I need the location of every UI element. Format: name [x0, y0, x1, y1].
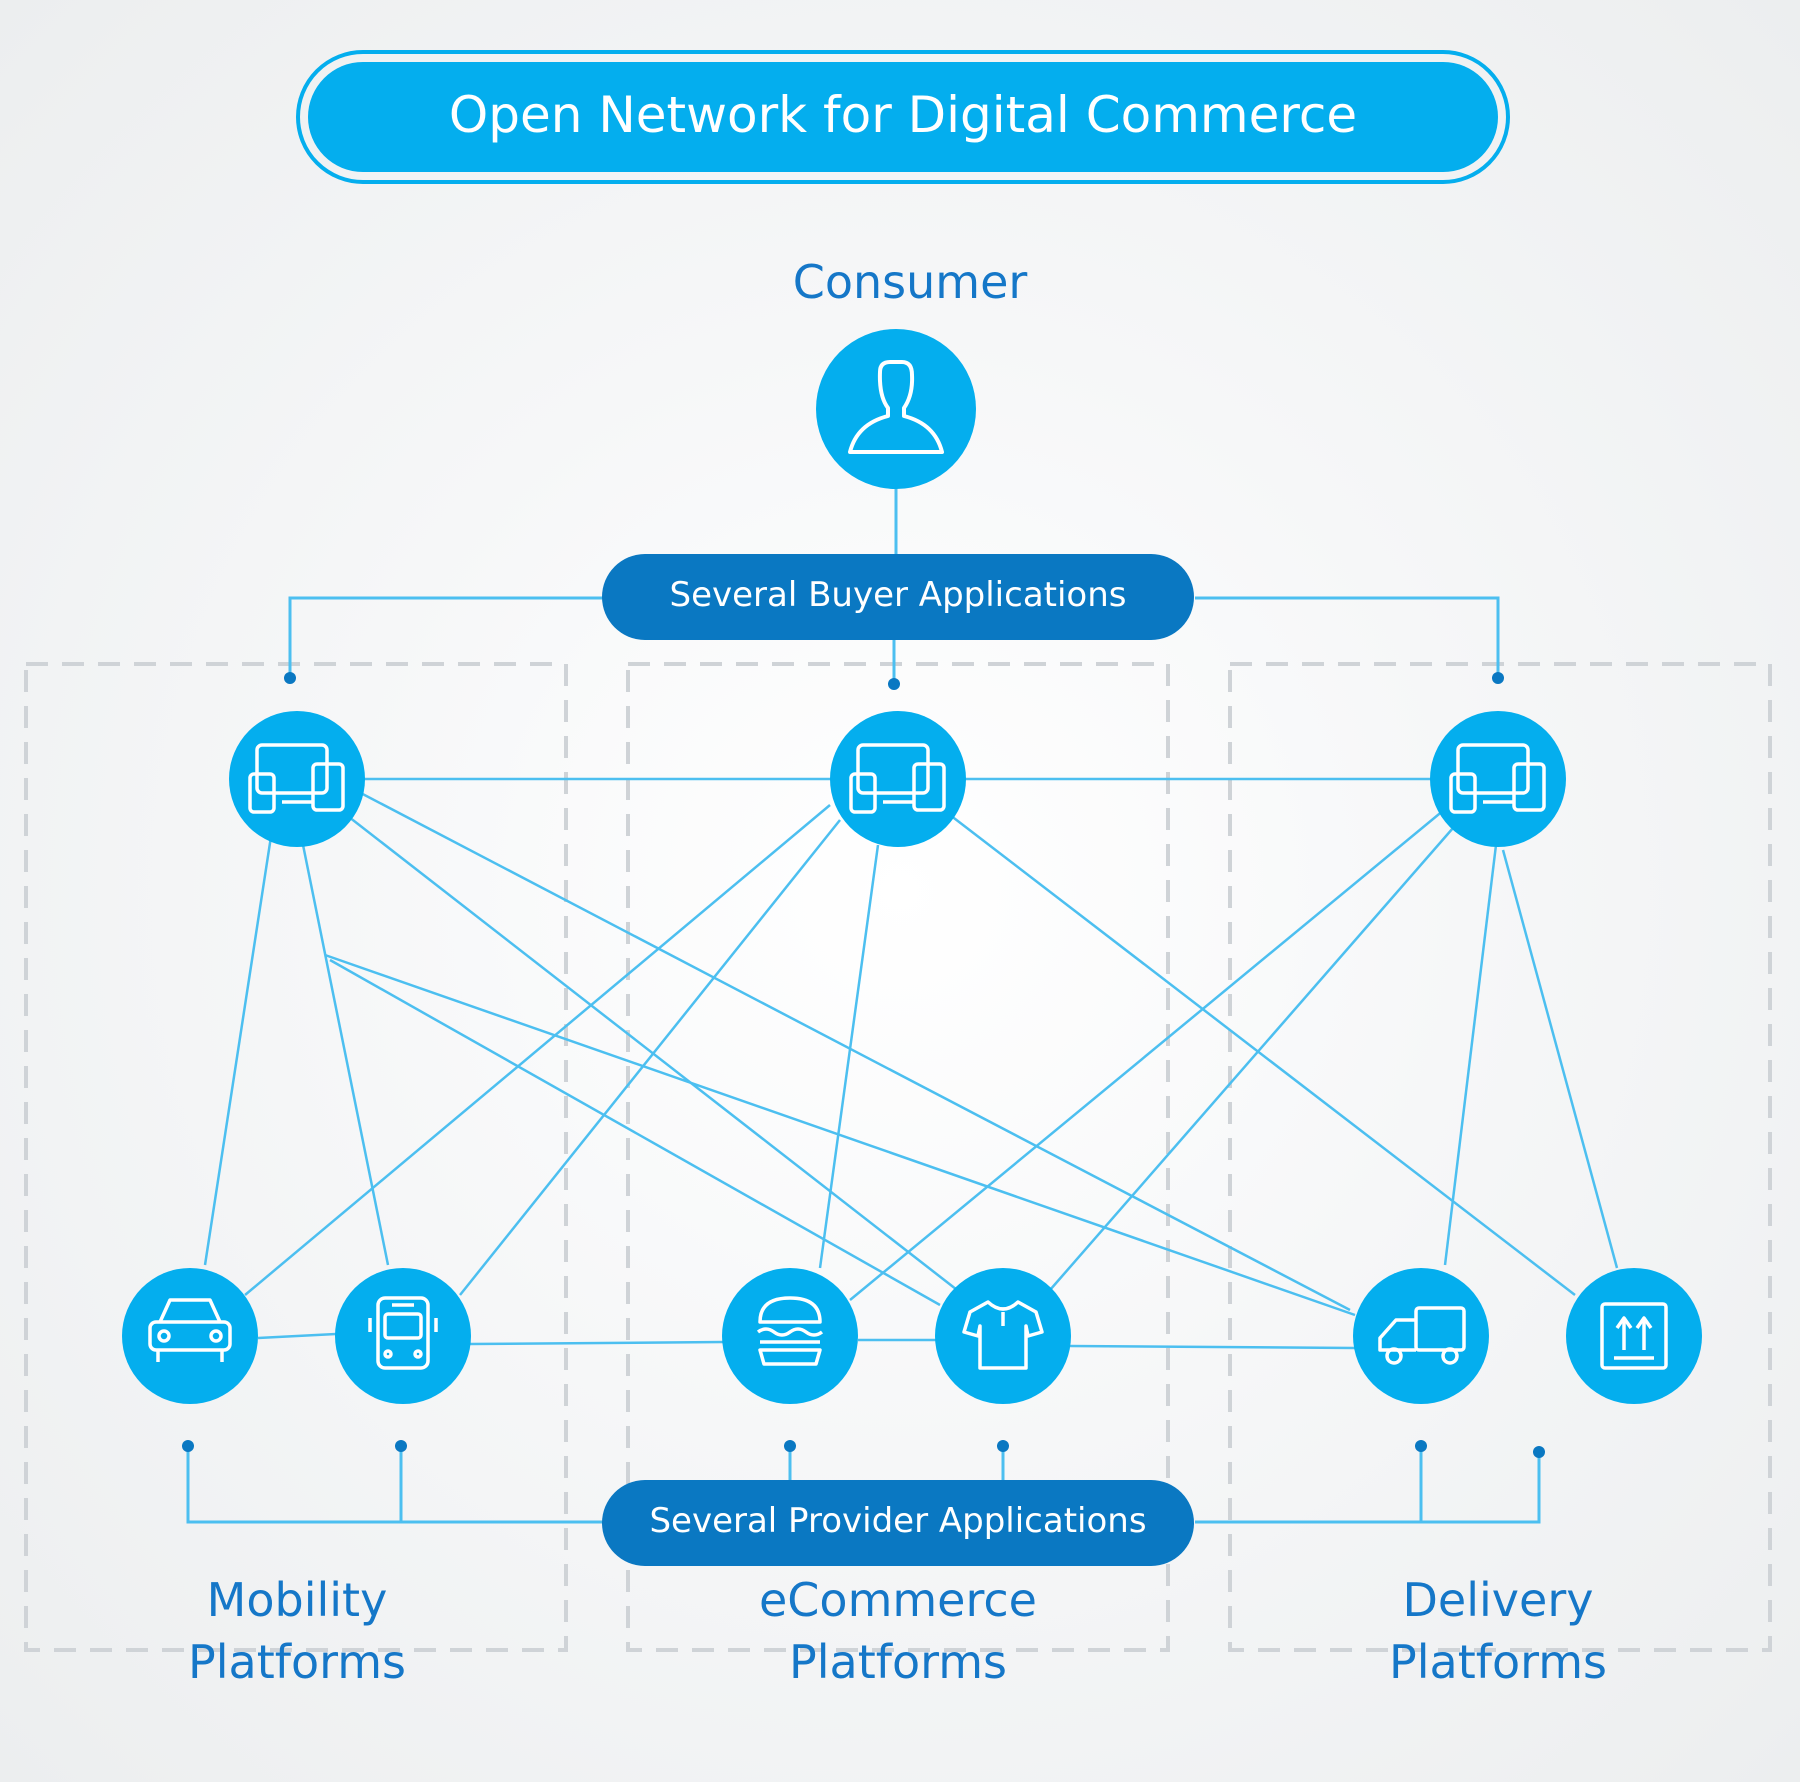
delivery-group-frame: [1228, 662, 1772, 1652]
connector-dots: [182, 672, 1545, 1458]
group-label-ecommerce-line1: eCommerce: [759, 1573, 1037, 1627]
group-label-mobility-line1: Mobility: [207, 1573, 388, 1627]
mesh-lines: [203, 777, 1619, 1350]
title-pill: Open Network for Digital Commerce: [296, 50, 1510, 184]
platform-group-frames: [24, 662, 1772, 1652]
ecommerce-provider-node[interactable]: [722, 1268, 858, 1404]
ecommerce-group-frame: [626, 662, 1170, 1652]
connector-lines: [186, 486, 1541, 1524]
package-icon: [1600, 1302, 1668, 1370]
mobility-group-frame: [24, 662, 568, 1652]
buyer-nodes: [229, 711, 1566, 847]
car-icon: [148, 1298, 232, 1362]
buyer-bar: Several Buyer Applications: [602, 554, 1194, 640]
ecommerce-provider-node[interactable]: [935, 1268, 1071, 1404]
provider-bar-label: Several Provider Applications: [649, 1501, 1146, 1541]
mobility-provider-node[interactable]: [335, 1268, 471, 1404]
buyer-app-node[interactable]: [830, 711, 966, 847]
devices-icon: [1449, 743, 1546, 814]
user-icon: [848, 360, 944, 454]
buyer-bar-label: Several Buyer Applications: [670, 575, 1127, 615]
buyer-app-node[interactable]: [1430, 711, 1566, 847]
consumer-label: Consumer: [793, 255, 1028, 309]
mobility-provider-node[interactable]: [122, 1268, 258, 1404]
page-title: Open Network for Digital Commerce: [449, 86, 1357, 144]
burger-icon: [756, 1296, 824, 1366]
buyer-app-node[interactable]: [229, 711, 365, 847]
group-label-delivery-line2: Platforms: [1389, 1635, 1607, 1689]
group-label-mobility-line2: Platforms: [188, 1635, 406, 1689]
shirt-icon: [962, 1300, 1044, 1370]
group-labels: Mobility Platforms eCommerce Platforms D…: [188, 1573, 1607, 1689]
devices-icon: [248, 743, 345, 814]
consumer-node: [816, 329, 976, 489]
devices-icon: [849, 743, 946, 814]
provider-bar: Several Provider Applications: [602, 1480, 1194, 1566]
delivery-provider-node[interactable]: [1566, 1268, 1702, 1404]
provider-nodes: [122, 1268, 1702, 1404]
truck-icon: [1378, 1306, 1466, 1365]
group-label-ecommerce-line2: Platforms: [789, 1635, 1007, 1689]
group-label-delivery-line1: Delivery: [1403, 1573, 1594, 1627]
bus-icon: [368, 1296, 438, 1370]
delivery-provider-node[interactable]: [1353, 1268, 1489, 1404]
